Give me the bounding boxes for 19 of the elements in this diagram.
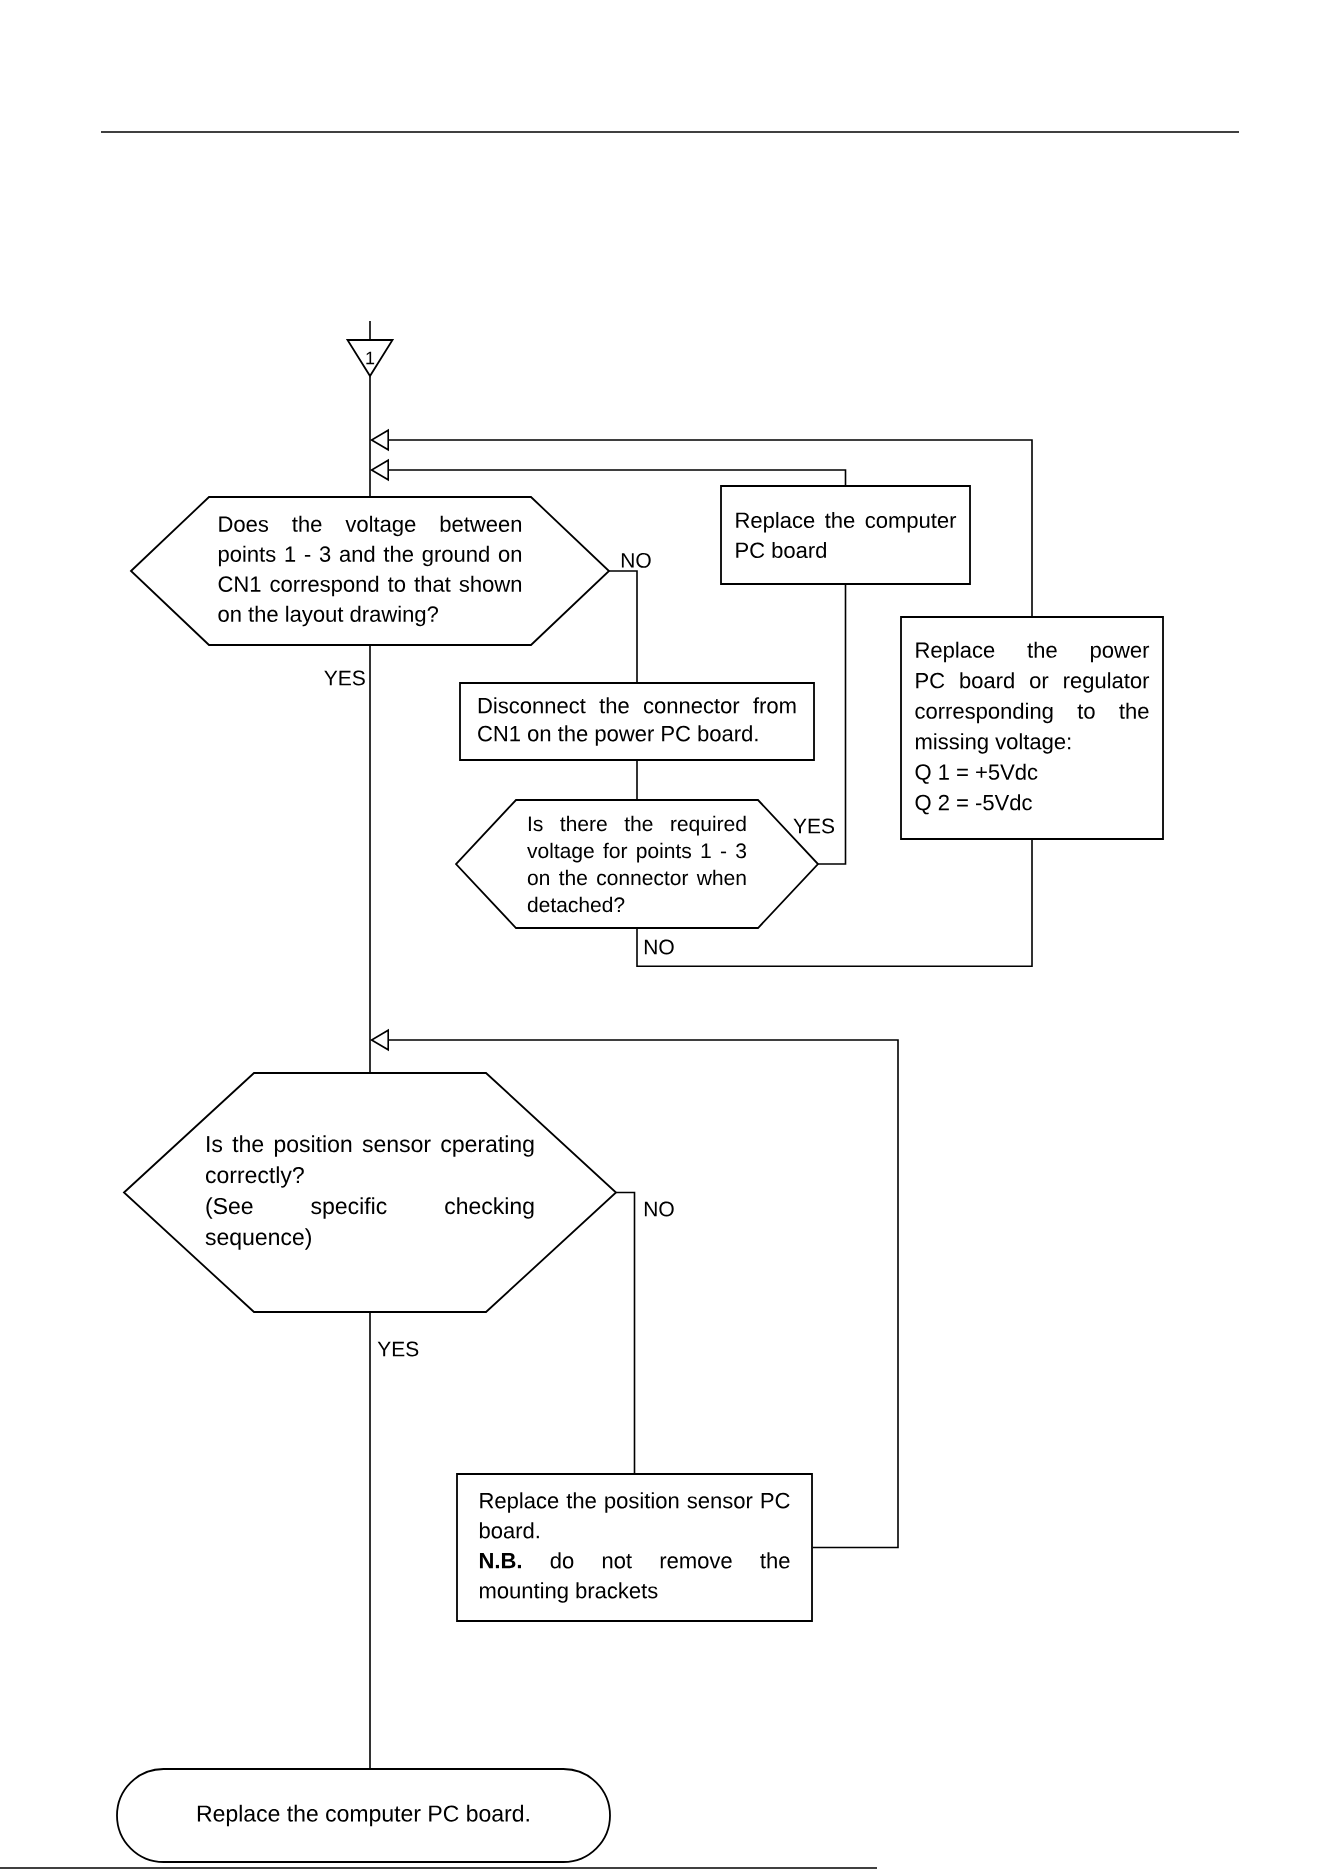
connector-line (615, 1191, 636, 1474)
connector-line (369, 644, 371, 1074)
connector-line (817, 584, 847, 865)
process-box: Replace the position sensor PC board. N.B. do not remove the mounting brackets (456, 1473, 813, 1622)
connector-line (369, 1311, 371, 1769)
connector-line (608, 570, 638, 683)
edge-label: YES (322, 669, 367, 687)
connector-line (369, 375, 371, 498)
connector-line (636, 760, 638, 801)
terminator-box: Replace the computer PC board. (116, 1768, 611, 1863)
process-box: Disconnect the connector from CN1 on the power PC board. (459, 682, 815, 761)
edge-label: NO (619, 551, 653, 569)
edge-label: NO (642, 938, 676, 956)
process-box: Replace the power PC board or regulator corresponding to the missing voltage: Q 1 = +5Vdc Q 2 = -5Vdc (900, 616, 1164, 840)
process-box: Replace the computer PC board (720, 485, 971, 585)
connector-line (636, 839, 1033, 967)
edge-label: NO (642, 1200, 676, 1218)
edge-label: YES (376, 1340, 421, 1358)
connector-line (369, 320, 371, 341)
